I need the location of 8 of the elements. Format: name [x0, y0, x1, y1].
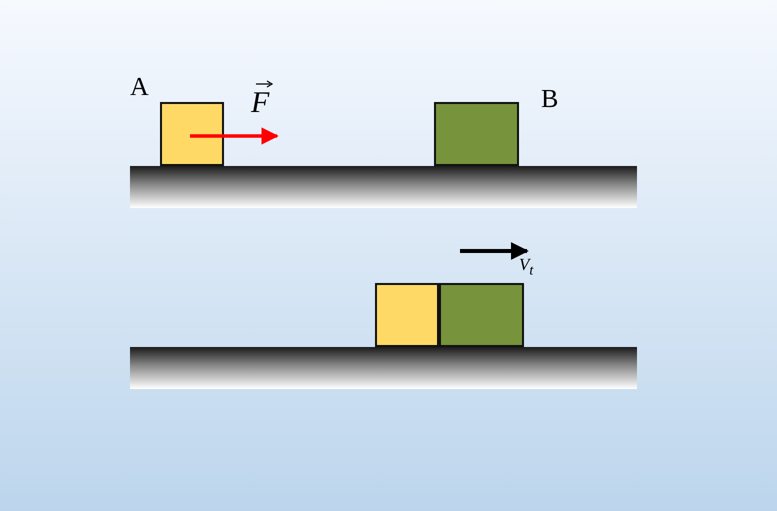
velocity-symbol: V$_{t}$	[519, 256, 534, 278]
block-label: B	[541, 86, 558, 112]
block	[439, 283, 524, 347]
block-label: A	[130, 74, 149, 100]
block	[434, 102, 519, 166]
block	[160, 102, 224, 166]
block	[375, 283, 439, 347]
force-symbol: F	[251, 88, 270, 118]
